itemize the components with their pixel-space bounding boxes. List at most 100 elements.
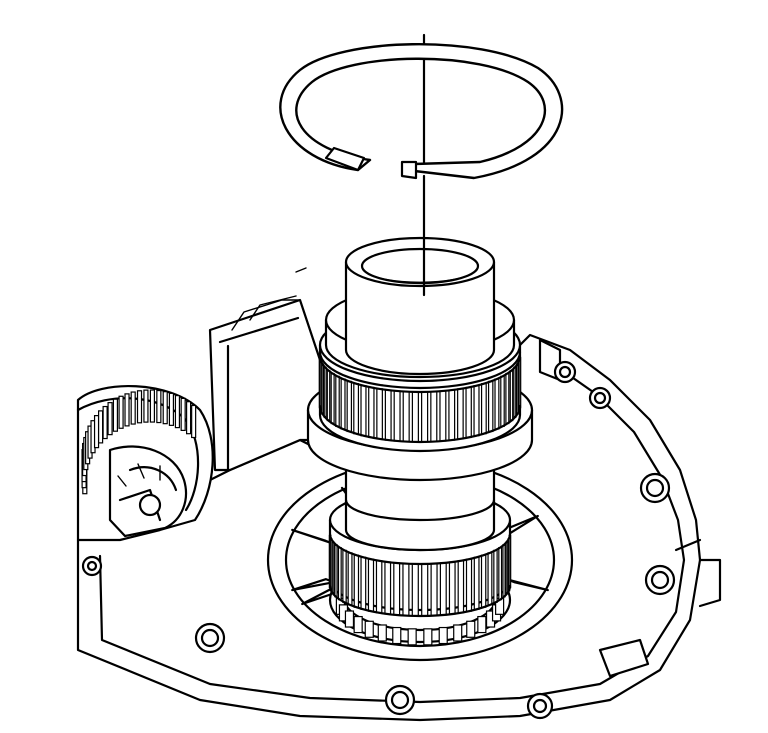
bearing-roller — [453, 624, 463, 642]
sprocket-tooth — [130, 391, 136, 425]
lower-gear-tooth — [502, 544, 506, 598]
upper-gear-tooth-edge — [318, 354, 522, 394]
upper-gear-tooth — [494, 378, 500, 430]
upper-gear-tooth — [353, 383, 360, 435]
lower-gear-tooth — [367, 558, 375, 612]
bearing-roller — [407, 628, 417, 646]
sprocket-tooth — [162, 391, 168, 425]
upper-gear-tooth — [402, 391, 410, 443]
lower-gear-tooth — [487, 552, 493, 606]
sprocket-tooth — [112, 398, 119, 432]
upper-gear-tooth — [321, 363, 325, 415]
sprocket-tooth — [180, 397, 186, 431]
sprocket-tooth — [98, 410, 104, 444]
bearing-rollers — [335, 597, 505, 646]
lower-gear-tooth-edge — [328, 532, 512, 566]
upper-gear-teeth — [318, 354, 522, 444]
lower-gear-tooth — [411, 563, 419, 617]
lower-gear-tooth — [360, 556, 367, 610]
snap-ring — [279, 43, 564, 180]
upper-gear-tooth — [411, 391, 419, 443]
upper-gear-tooth — [323, 366, 327, 419]
lower-gear-tooth — [329, 538, 333, 592]
lower-gear-tooth — [331, 541, 335, 595]
case-bolt-holes — [81, 360, 676, 720]
lower-gear-tooth — [421, 563, 429, 617]
bearing-roller — [353, 615, 363, 634]
sprocket-tooth — [102, 405, 108, 440]
bearing-roller — [344, 610, 355, 628]
upper-gear-tooth — [513, 366, 517, 419]
lower-gear-tooth-edge — [328, 584, 512, 618]
upper-gear-tooth — [326, 369, 331, 422]
lower-gear-tooth — [393, 562, 401, 616]
lower-gear-tooth — [439, 562, 447, 616]
bearing-roller — [477, 615, 487, 634]
lower-gear-tooth — [465, 558, 473, 612]
lower-gear-tooth — [430, 563, 438, 617]
bearing-roller — [423, 628, 433, 646]
bearing-roller — [377, 624, 387, 642]
lower-gear-tooth — [375, 560, 383, 614]
upper-gear-tooth — [465, 386, 472, 439]
upper-gear-tooth — [368, 386, 375, 439]
upper-gear-tooth — [376, 388, 383, 440]
upper-gear-tooth — [505, 372, 510, 425]
bearing-roller — [392, 626, 402, 645]
lower-gear-tooth — [508, 534, 512, 589]
upper-gear-tooth — [518, 357, 522, 409]
upper-gear-tooth — [430, 391, 438, 443]
sprocket-tooth — [118, 395, 124, 429]
upper-gear-tooth — [448, 389, 456, 441]
lower-gear-tooth — [448, 561, 456, 615]
upper-gear-tooth — [393, 390, 401, 442]
sprocket-tooth — [143, 389, 149, 423]
lower-gear-teeth — [328, 532, 512, 618]
sprocket-tooth — [168, 392, 175, 426]
sprocket-tooth — [149, 389, 156, 423]
lower-gear-tooth — [353, 554, 360, 608]
upper-gear-tooth — [340, 378, 346, 430]
sprocket-teeth — [81, 389, 197, 495]
upper-gear-tooth — [473, 385, 480, 437]
lower-gear-tooth — [402, 563, 410, 617]
lower-gear-tooth — [498, 547, 503, 601]
upper-gear-tooth — [384, 389, 392, 441]
sprocket-tooth — [185, 401, 192, 435]
upper-gear-tooth — [509, 369, 514, 422]
upper-gear-tooth — [330, 372, 335, 425]
bearing-roller — [466, 620, 476, 638]
upper-gear-tooth — [500, 375, 505, 427]
upper-gear-tooth — [439, 390, 447, 442]
sprocket-tooth — [156, 389, 162, 424]
lower-gear-tooth — [337, 547, 342, 601]
lower-gear-tooth — [480, 554, 487, 608]
sprocket-tooth — [124, 393, 130, 427]
upper-gear-tooth — [480, 383, 487, 435]
upper-gear-tooth — [487, 380, 494, 433]
lower-gear-tooth — [334, 544, 338, 598]
lower-gear-tooth — [457, 560, 465, 614]
sprocket-tooth — [107, 402, 113, 436]
lower-gear-tooth — [342, 549, 347, 603]
bearing-roller — [438, 626, 448, 645]
lower-gear-tooth — [493, 549, 498, 603]
sprocket-tooth — [191, 404, 197, 439]
upper-gear-tooth — [346, 380, 353, 433]
mainshaft-body — [344, 458, 496, 552]
upper-gear-tooth-edge — [318, 404, 522, 444]
lower-gear-tooth — [384, 561, 392, 615]
lower-gear-tooth — [347, 552, 353, 606]
upper-gear-tooth — [457, 388, 464, 440]
upper-gear-tooth — [335, 375, 340, 427]
sprocket-tooth — [93, 415, 100, 449]
pilot-sleeve — [344, 236, 496, 376]
lower-gear-tooth — [505, 541, 509, 595]
upper-gear-tooth — [360, 385, 367, 437]
sprocket-tooth — [174, 395, 181, 429]
upper-gear-tooth — [421, 391, 429, 443]
sprocket-tooth — [136, 390, 143, 424]
lower-gear-tooth — [473, 556, 480, 610]
